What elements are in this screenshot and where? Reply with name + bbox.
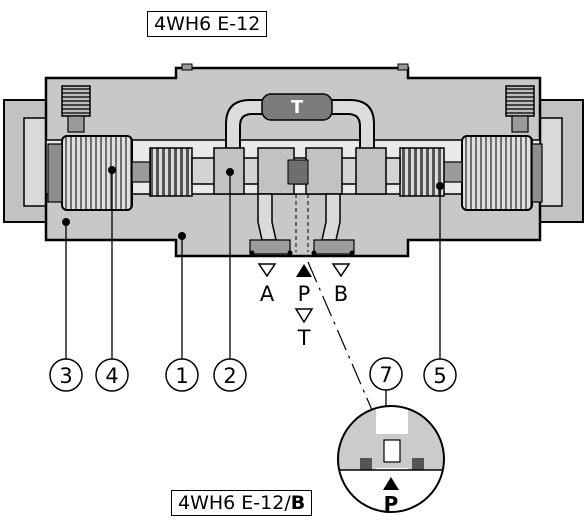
right-solenoid — [461, 135, 533, 211]
port-p-label: P — [298, 282, 311, 306]
title-bottom-prefix: 4WH6 E-12/ — [178, 492, 291, 514]
port-a-label: A — [260, 282, 275, 306]
callout-7: 7 — [379, 363, 392, 387]
title-bottom-suffix: B — [290, 492, 306, 514]
right-end-cap — [539, 99, 584, 223]
port-b-symbol — [331, 263, 351, 278]
port-t-label: T — [297, 326, 311, 350]
right-plug — [505, 85, 535, 117]
detail-view: P — [337, 405, 445, 516]
tank-channel-label: T — [291, 97, 304, 118]
left-end-cap — [3, 99, 47, 223]
left-solenoid — [61, 135, 133, 211]
detail-port-p-label: P — [384, 492, 399, 516]
port-t-symbol — [294, 308, 314, 324]
spool — [191, 147, 401, 195]
title-top-text: 4WH6 E-12 — [154, 13, 261, 35]
title-bottom: 4WH6 E-12/B — [171, 490, 313, 516]
port-b-label: B — [334, 282, 348, 306]
callout-1: 1 — [175, 364, 188, 388]
callout-5: 5 — [433, 364, 446, 388]
left-spring — [149, 147, 193, 197]
port-p-symbol — [296, 264, 312, 277]
title-top: 4WH6 E-12 — [147, 11, 268, 37]
callout-3: 3 — [59, 364, 72, 388]
port-a-symbol — [257, 263, 277, 278]
callout-2: 2 — [223, 364, 236, 388]
left-plug — [61, 85, 91, 117]
callout-4: 4 — [105, 364, 118, 388]
